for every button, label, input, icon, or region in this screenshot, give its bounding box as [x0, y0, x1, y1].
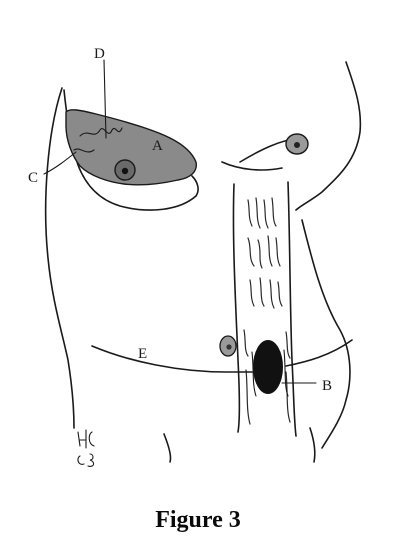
right-hip — [310, 428, 315, 462]
label-e: E — [138, 346, 147, 362]
torso-right-flank — [302, 220, 350, 448]
artist-signature — [78, 430, 94, 466]
right-breast-fold — [222, 162, 282, 170]
waist-line-right — [286, 340, 352, 366]
figure-caption: Figure 3 — [0, 507, 396, 534]
umbilicus-center — [226, 344, 231, 349]
right-nipple-center — [294, 142, 300, 148]
label-b: B — [322, 378, 332, 394]
left-nipple-center — [122, 168, 128, 174]
label-c: C — [28, 170, 38, 186]
left-hip — [164, 434, 171, 462]
torso-right-outline — [296, 62, 360, 210]
label-d: D — [94, 46, 105, 62]
rectus-strip — [233, 182, 296, 436]
stoma-region-b — [253, 340, 283, 394]
label-a: A — [152, 138, 163, 154]
